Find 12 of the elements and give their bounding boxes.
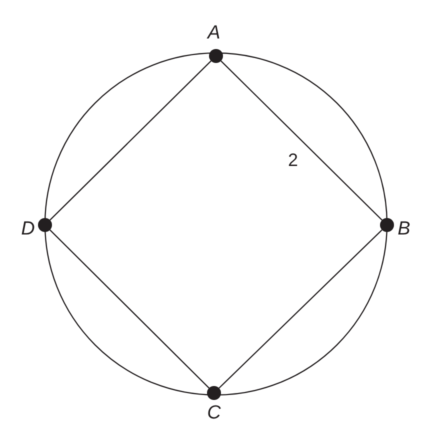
point-dot [207,386,221,400]
point-label: B [398,220,410,238]
point-dot [209,49,223,63]
line-segment [218,229,382,389]
line-segment [220,60,382,220]
line-segment [50,60,212,220]
point-dot [38,218,52,232]
point-label: D [21,220,35,238]
point-label: A [208,24,220,42]
line-segment [50,230,210,388]
point-label: C [207,404,221,422]
point-dot [380,218,394,232]
